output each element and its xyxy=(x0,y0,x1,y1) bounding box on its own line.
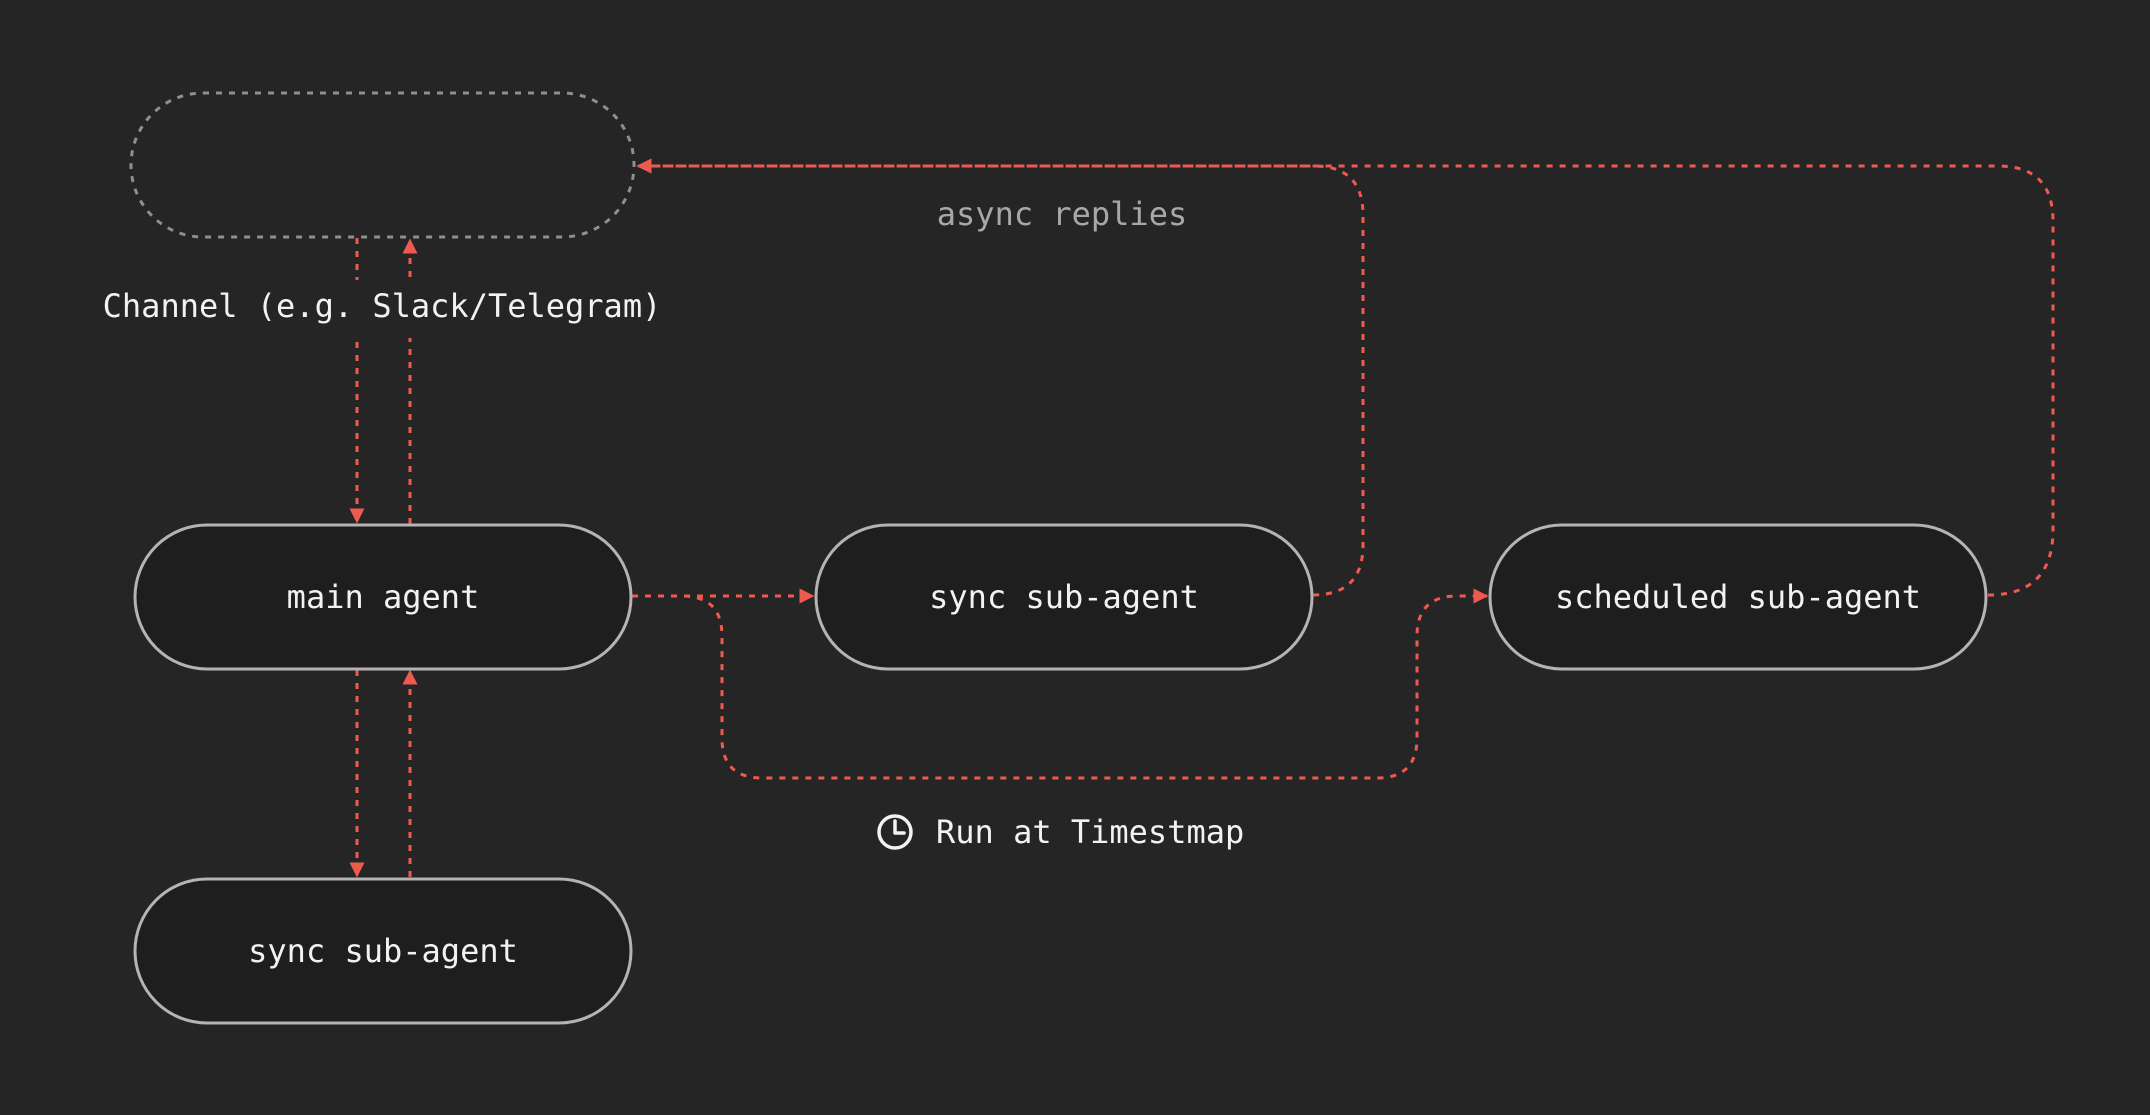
clock-icon xyxy=(877,814,913,850)
edges xyxy=(349,158,2055,878)
channel-outline xyxy=(129,91,636,239)
scheduled-sub-agent-node: scheduled sub-agent xyxy=(1488,523,1988,671)
channel-label-backdrop xyxy=(90,280,675,338)
channel-node: Channel (e.g. Slack/Telegram) xyxy=(90,91,675,338)
sync-sub-agent-bottom-label: sync sub-agent xyxy=(248,932,518,970)
run-at-timestamp-label: Run at Timestmap xyxy=(936,813,1244,851)
channel-label: Channel (e.g. Slack/Telegram) xyxy=(103,287,662,325)
sync-sub-agent-bottom-node: sync sub-agent xyxy=(133,877,633,1025)
main-agent-label: main agent xyxy=(287,578,480,616)
scheduled-sub-agent-label: scheduled sub-agent xyxy=(1555,578,1921,616)
edge-sync-sub-agent-to-channel xyxy=(636,158,1365,597)
scheduled-sub-agent-box xyxy=(1488,523,1988,671)
edge-main-agent-to-scheduled-sub-agent xyxy=(632,588,1489,780)
sync-sub-agent-right-box xyxy=(814,523,1314,671)
main-agent-box xyxy=(133,523,633,671)
main-agent-node: main agent xyxy=(133,523,633,671)
sync-sub-agent-bottom-box xyxy=(133,877,633,1025)
async-replies-label: async replies xyxy=(937,195,1187,233)
sync-sub-agent-right-label: sync sub-agent xyxy=(929,578,1199,616)
run-at-timestamp: Run at Timestmap xyxy=(877,813,1244,851)
sync-sub-agent-right-node: sync sub-agent xyxy=(814,523,1314,671)
